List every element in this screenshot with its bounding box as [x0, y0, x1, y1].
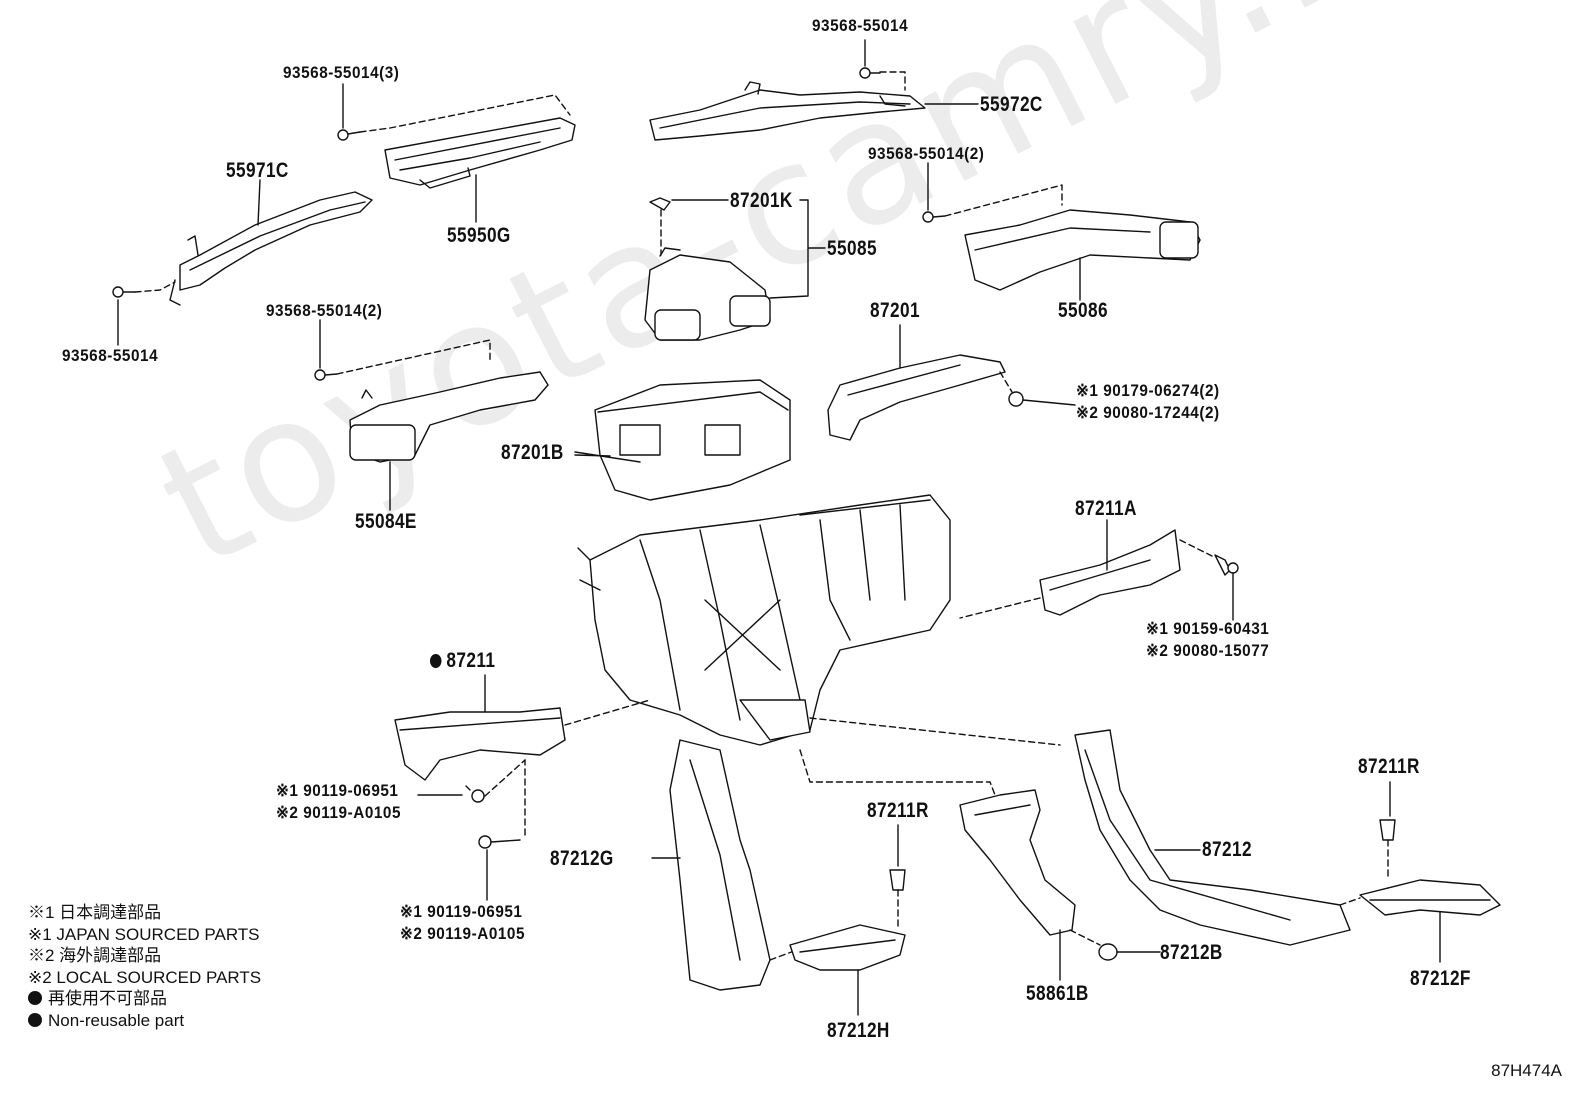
label-90080-15077: ※2 90080-15077	[1146, 641, 1270, 660]
bolt-93568-top	[859, 39, 906, 91]
label-58861B: 58861B	[1026, 982, 1089, 1005]
part-87201-duct	[827, 354, 1006, 441]
part-hvac-unit	[577, 494, 951, 746]
label-55972C: 55972C	[980, 93, 1043, 116]
part-87212F-duct	[1359, 879, 1501, 916]
part-87211-duct	[394, 707, 566, 781]
nut-90179	[999, 371, 1076, 407]
legend: ※1 日本調達部品 ※1 JAPAN SOURCED PARTS ※2 海外調達…	[28, 902, 261, 1031]
bolt-93568-2-right	[922, 162, 1063, 223]
legend-line-5: 再使用不可部品	[28, 988, 261, 1010]
legend-line-3: ※2 海外調達部品	[28, 946, 162, 965]
plug-87212B	[1069, 929, 1161, 961]
label-87211A: 87211A	[1075, 497, 1137, 520]
legend-line-6: Non-reusable part	[28, 1010, 261, 1032]
label-87212B: 87212B	[1160, 941, 1223, 964]
dash-87211A	[959, 597, 1041, 619]
label-93568-top: 93568-55014	[812, 16, 909, 35]
label-55971C: 55971C	[226, 159, 289, 182]
bolt-90119-b	[478, 759, 526, 901]
label-55086: 55086	[1058, 299, 1108, 322]
part-87211A-duct	[1039, 529, 1181, 616]
label-55085: 55085	[827, 237, 877, 260]
label-90119-a2: ※2 90119-A0105	[276, 803, 402, 822]
label-93568-left: 93568-55014	[62, 346, 159, 365]
label-87212G: 87212G	[550, 847, 614, 870]
legend-line-4: ※2 LOCAL SOURCED PARTS	[28, 967, 262, 987]
clip-87211R-mid	[889, 824, 906, 931]
label-87201K: 87201K	[730, 189, 793, 212]
clip-87211R-right	[1379, 781, 1396, 881]
label-87211R-right: 87211R	[1358, 755, 1420, 778]
diagram-code: 87H474A	[1491, 1061, 1562, 1080]
legend-line-1: ※1 日本調達部品	[28, 903, 162, 922]
non-reusable-dot-icon	[28, 991, 42, 1005]
non-reusable-dot-icon	[430, 654, 442, 668]
leader-55085	[769, 199, 826, 299]
label-87201B: 87201B	[501, 441, 564, 464]
label-87212H: 87212H	[827, 1019, 890, 1042]
bolt-90119-a	[417, 759, 526, 803]
part-55084E-duct	[349, 371, 549, 463]
label-87211: 87211	[430, 650, 495, 671]
leader-55971C	[257, 179, 261, 226]
bolt-93568-2-left	[314, 319, 491, 381]
part-87212H-duct	[789, 924, 906, 971]
label-55084E: 55084E	[355, 510, 417, 533]
part-55950G-duct	[384, 117, 576, 189]
label-90159: ※1 90159-60431	[1146, 619, 1270, 638]
label-93568-2-right: 93568-55014(2)	[868, 144, 985, 163]
clip-87201K	[649, 197, 729, 256]
label-90119-b1: ※1 90119-06951	[400, 902, 523, 921]
part-55972C-duct	[649, 81, 926, 141]
bolt-93568-left	[112, 281, 176, 346]
legend-line-6-text: Non-reusable part	[48, 1010, 185, 1030]
legend-line-2: ※1 JAPAN SOURCED PARTS	[28, 924, 260, 944]
label-93568-3: 93568-55014(3)	[283, 63, 400, 82]
part-87212-duct	[1074, 729, 1351, 946]
label-93568-2-left: 93568-55014(2)	[266, 301, 383, 320]
part-87201B-register	[574, 379, 791, 501]
label-90119-b2: ※2 90119-A0105	[400, 924, 526, 943]
legend-line-5-text: 再使用不可部品	[48, 989, 167, 1008]
label-90119-a1: ※1 90119-06951	[276, 781, 399, 800]
part-87212G-duct	[669, 739, 771, 991]
label-87201: 87201	[870, 299, 920, 322]
label-87212: 87212	[1202, 838, 1252, 861]
part-55971C-duct	[169, 191, 373, 306]
dash-87212F	[1339, 897, 1361, 906]
bolt-90159	[1179, 539, 1239, 621]
label-55950G: 55950G	[447, 224, 511, 247]
label-87211R-mid: 87211R	[867, 799, 929, 822]
label-90179: ※1 90179-06274(2)	[1076, 381, 1220, 400]
label-87211-text: 87211	[446, 649, 496, 672]
dash-87211	[564, 699, 651, 726]
label-87212F: 87212F	[1410, 967, 1471, 990]
part-58861B-duct	[959, 789, 1076, 936]
dash-58861B	[799, 749, 996, 796]
bolt-93568-3	[337, 83, 571, 141]
leader-87201B	[574, 454, 611, 457]
part-55085-duct	[644, 247, 771, 341]
label-90080-17244: ※2 90080-17244(2)	[1076, 403, 1220, 422]
dash-center	[809, 717, 1061, 746]
part-55086-duct	[964, 209, 1201, 291]
non-reusable-dot-icon	[28, 1012, 42, 1027]
